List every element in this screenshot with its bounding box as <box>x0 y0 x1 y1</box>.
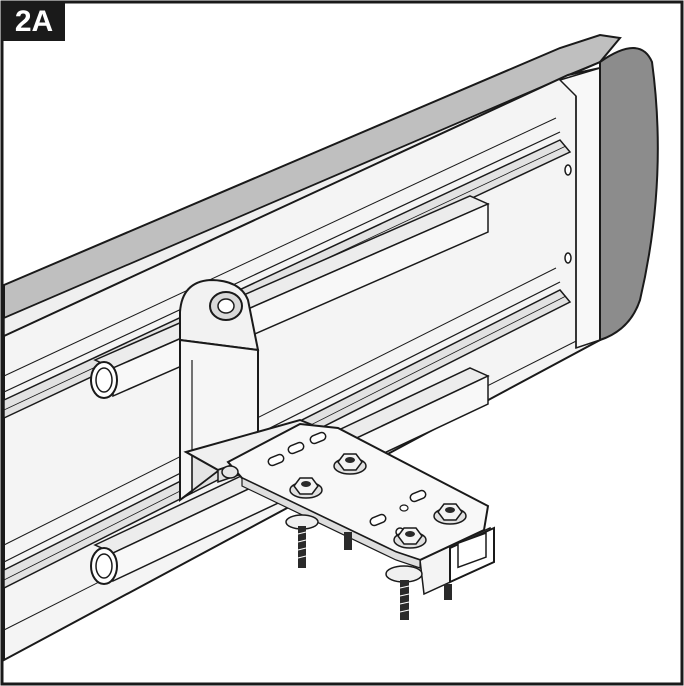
hex-nut-2 <box>289 477 323 499</box>
threaded-rod-4 <box>444 584 452 600</box>
rail-end-cap <box>599 47 659 342</box>
hex-nut-4 <box>393 527 427 549</box>
end-hole-upper <box>564 164 572 176</box>
hex-nut-1 <box>333 453 367 475</box>
rail-end-face <box>558 66 601 350</box>
threaded-rod-2 <box>344 532 352 550</box>
threaded-rod-1 <box>285 514 319 568</box>
bracket-nut <box>221 465 239 479</box>
step-number-badge: 2A <box>3 3 65 41</box>
threaded-rod-3 <box>385 565 423 620</box>
hex-nut-3 <box>433 503 467 525</box>
end-hole-lower <box>564 252 572 264</box>
